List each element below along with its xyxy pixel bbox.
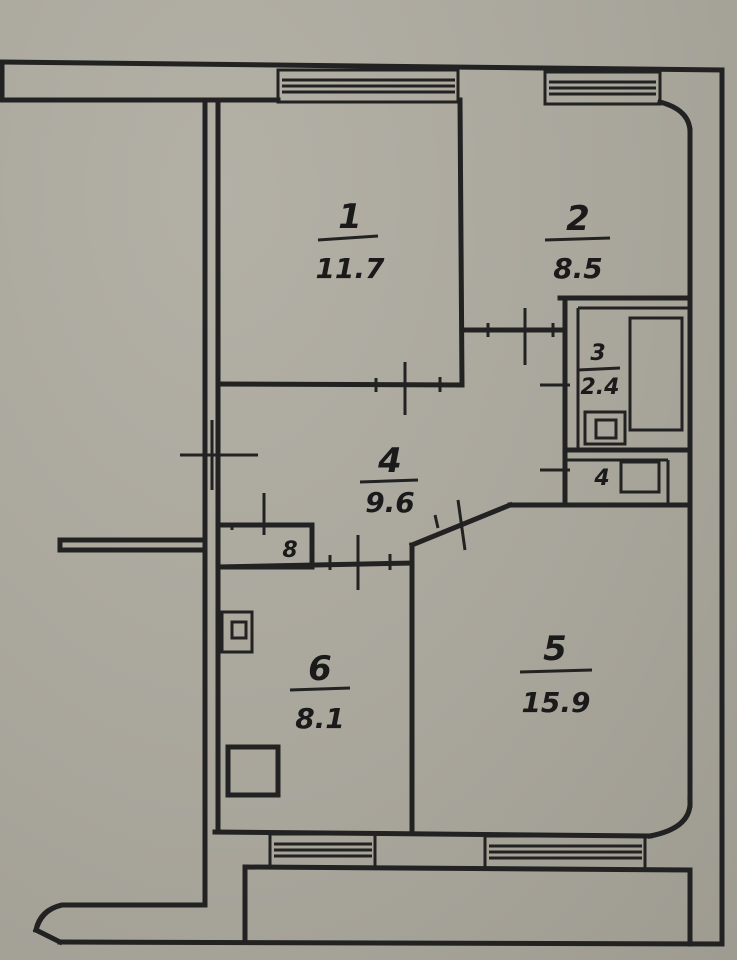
room-1-label: 1 11.7 [315,197,385,285]
outer-walls [0,59,725,947]
room-6-label: 6 8.1 [289,649,351,735]
fixtures [220,316,684,798]
window-room-6 [268,832,377,869]
sink [583,410,627,446]
svg-text:2: 2 [566,199,590,239]
svg-text:11.7: 11.7 [315,252,385,285]
svg-text:8.5: 8.5 [553,252,603,285]
svg-text:1: 1 [338,197,362,237]
svg-text:3: 3 [590,341,605,366]
svg-text:2.4: 2.4 [581,375,620,400]
svg-text:8.1: 8.1 [295,702,345,735]
window-room-1 [276,68,460,104]
svg-text:6: 6 [308,649,332,689]
bathtub [628,316,684,432]
room-3-label: 3 2.4 [577,341,621,400]
stove [225,744,281,798]
room-2-label: 2 8.5 [544,199,611,285]
room-4-label: 4 9.6 [359,441,419,519]
toilet-label: 4 [593,466,609,491]
window-room-2 [543,70,662,106]
kitchen-sink [220,610,254,654]
room-5-label: 5 15.9 [519,629,593,719]
svg-text:9.6: 9.6 [365,486,415,519]
svg-text:4: 4 [377,441,402,481]
door-marks [180,308,570,590]
closet-label: 8 [282,538,297,563]
svg-text:5: 5 [543,629,567,669]
window-room-5 [483,834,647,871]
toilet [619,460,661,494]
svg-text:15.9: 15.9 [521,686,590,719]
